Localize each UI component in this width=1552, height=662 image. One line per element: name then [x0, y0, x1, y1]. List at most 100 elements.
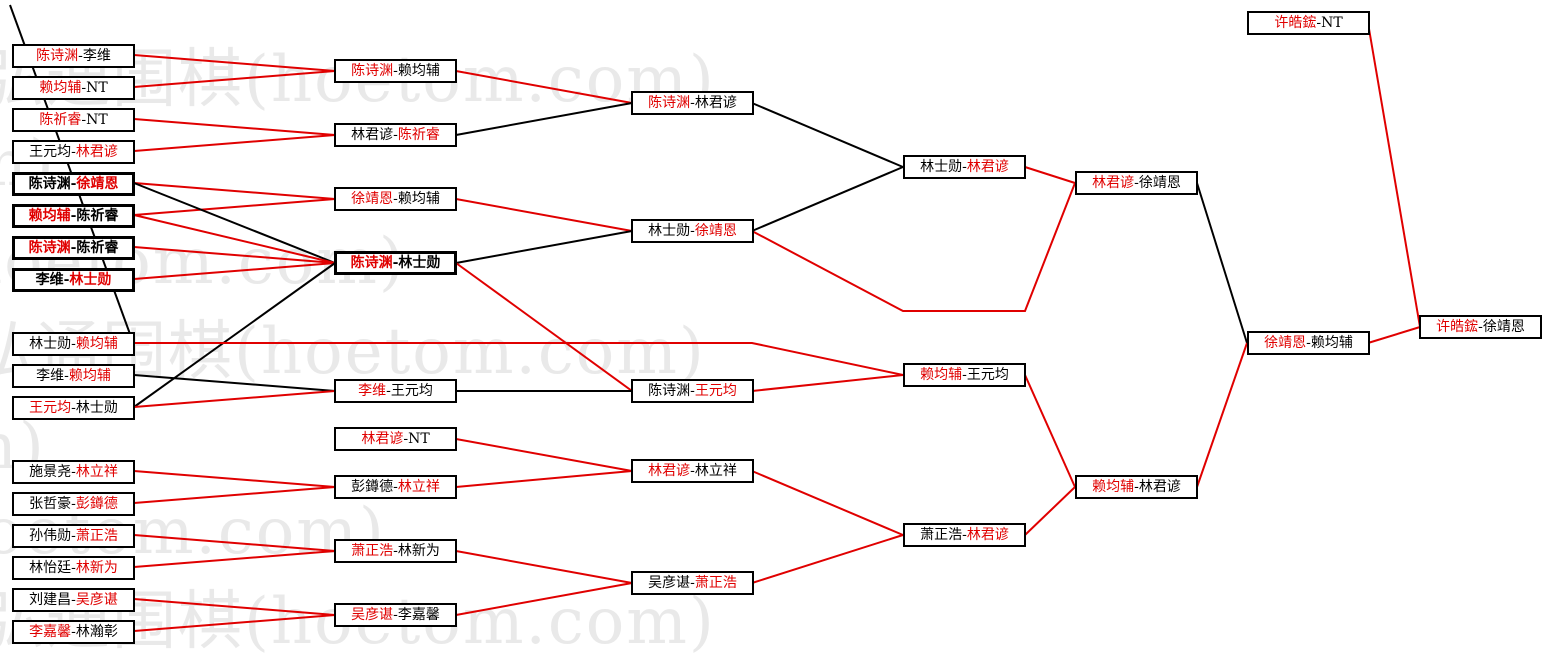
player-name: 赖均辅	[28, 208, 71, 224]
connector-line	[1024, 374, 1076, 488]
match-box[interactable]: 赖均辅-林君谚	[1075, 475, 1198, 499]
player-name: 李维	[358, 383, 387, 399]
player-name: 陈诗渊	[28, 176, 71, 192]
player-name: 林新为	[397, 543, 440, 559]
player-name: 徐靖恩	[1264, 335, 1307, 351]
connector-line	[455, 70, 633, 104]
player-name: 赖均辅	[1310, 335, 1353, 351]
match-box[interactable]: 赖均辅-王元均	[903, 363, 1026, 387]
match-box[interactable]: 许皓鋐-NT	[1247, 11, 1370, 35]
player-name: 吴彦谌	[648, 575, 691, 591]
match-box[interactable]: 王元均-林君谚	[12, 140, 135, 164]
final-match-box[interactable]: 许皓鋐-徐靖恩	[1419, 315, 1542, 339]
match-box[interactable]: 林士勋-赖均辅	[12, 332, 135, 356]
player-name: 赖均辅	[39, 80, 82, 96]
player-name: 陈祈睿	[76, 240, 119, 256]
connector-line	[133, 550, 336, 568]
player-name: 陈祈睿	[39, 112, 82, 128]
player-name: 李维	[82, 48, 111, 64]
match-box[interactable]: 徐靖恩-赖均辅	[334, 187, 457, 211]
player-name: 李嘉馨	[29, 624, 72, 640]
match-box[interactable]: 林怡廷-林新为	[12, 556, 135, 580]
player-name: 王元均	[29, 400, 72, 416]
match-box[interactable]: 林君谚-NT	[334, 427, 457, 451]
player-name: 林君谚	[648, 463, 691, 479]
match-box[interactable]: 陈诗渊-王元均	[631, 379, 754, 403]
player-name: 许皓鋐	[1436, 319, 1479, 335]
match-box[interactable]: 徐靖恩-赖均辅	[1247, 331, 1370, 355]
match-box[interactable]: 刘建昌-吴彦谌	[12, 588, 135, 612]
match-box[interactable]: 王元均-林士勋	[12, 396, 135, 420]
match-box[interactable]: 陈诗渊-林君谚	[631, 91, 754, 115]
player-name: 林君谚	[1138, 479, 1181, 495]
connector-line	[133, 214, 336, 264]
connector-line	[133, 54, 336, 72]
connector-line	[133, 390, 336, 408]
match-box[interactable]: 孙伟勋-萧正浩	[12, 524, 135, 548]
match-box[interactable]: 吴彦谌-萧正浩	[631, 571, 754, 595]
player-name: 林士勋	[75, 400, 118, 416]
player-name: 林士勋	[648, 223, 691, 239]
match-box[interactable]: 陈诗渊-李维	[12, 44, 135, 68]
match-box[interactable]: 李维-王元均	[334, 379, 457, 403]
player-name: 林士勋	[398, 255, 441, 271]
connector-line	[455, 438, 633, 472]
match-box[interactable]: 陈祈睿-NT	[12, 108, 135, 132]
connector-line	[751, 534, 904, 584]
player-name: 赖均辅	[397, 63, 440, 79]
player-name: 赖均辅	[1092, 479, 1135, 495]
player-name: 赖均辅	[920, 367, 963, 383]
match-box[interactable]: 赖均辅-NT	[12, 76, 135, 100]
match-box[interactable]: 张哲豪-彭鐏德	[12, 492, 135, 516]
connector-line	[133, 534, 336, 552]
connector-line	[133, 134, 336, 152]
match-box[interactable]: 林君谚-徐靖恩	[1075, 171, 1198, 195]
connector-line	[1196, 182, 1248, 344]
connector-line	[751, 102, 904, 168]
player-name: 张哲豪	[29, 496, 72, 512]
match-box[interactable]: 陈诗渊-徐靖恩	[12, 172, 135, 196]
player-name: 王元均	[694, 383, 737, 399]
connector-line	[1196, 342, 1248, 488]
match-box[interactable]: 林士勋-林君谚	[903, 155, 1026, 179]
connector-line	[455, 470, 633, 488]
player-name: 徐靖恩	[76, 176, 119, 192]
player-name: 李维	[36, 368, 65, 384]
connector-line	[133, 182, 336, 264]
connector-line	[133, 246, 336, 264]
connector-line	[133, 262, 336, 408]
player-name: 赖均辅	[397, 191, 440, 207]
player-name: 林君谚	[966, 527, 1009, 543]
player-name: 陈诗渊	[350, 255, 393, 271]
player-name: 陈诗渊	[28, 240, 71, 256]
match-box[interactable]: 李维-林士勋	[12, 268, 135, 292]
match-box[interactable]: 李嘉馨-林瀚彰	[12, 620, 135, 644]
connector-line	[133, 486, 336, 504]
player-name: 徐靖恩	[1482, 319, 1525, 335]
match-box[interactable]: 陈诗渊-陈祈睿	[12, 236, 135, 260]
player-name: 赖均辅	[75, 336, 118, 352]
match-box[interactable]: 赖均辅-陈祈睿	[12, 204, 135, 228]
player-name: 林君谚	[361, 431, 404, 447]
match-box[interactable]: 施景尧-林立祥	[12, 460, 135, 484]
player-name: 林士勋	[920, 159, 963, 175]
match-box[interactable]: 陈诗渊-赖均辅	[334, 59, 457, 83]
match-box[interactable]: 李维-赖均辅	[12, 364, 135, 388]
connector-line	[751, 166, 904, 232]
match-box[interactable]: 陈诗渊-林士勋	[334, 251, 457, 275]
player-name: NT	[86, 80, 108, 96]
player-name: 王元均	[390, 383, 433, 399]
connector-line	[133, 374, 336, 392]
match-box[interactable]: 吴彦谌-李嘉馨	[334, 603, 457, 627]
connector-line	[133, 70, 336, 88]
match-box[interactable]: 萧正浩-林君谚	[903, 523, 1026, 547]
match-box[interactable]: 林君谚-陈祈睿	[334, 123, 457, 147]
match-box[interactable]: 萧正浩-林新为	[334, 539, 457, 563]
match-box[interactable]: 林君谚-林立祥	[631, 459, 754, 483]
match-box[interactable]: 彭鐏德-林立祥	[334, 475, 457, 499]
player-name: 赖均辅	[68, 368, 111, 384]
connector-line	[455, 102, 633, 136]
player-name: 萧正浩	[920, 527, 963, 543]
match-box[interactable]: 林士勋-徐靖恩	[631, 219, 754, 243]
